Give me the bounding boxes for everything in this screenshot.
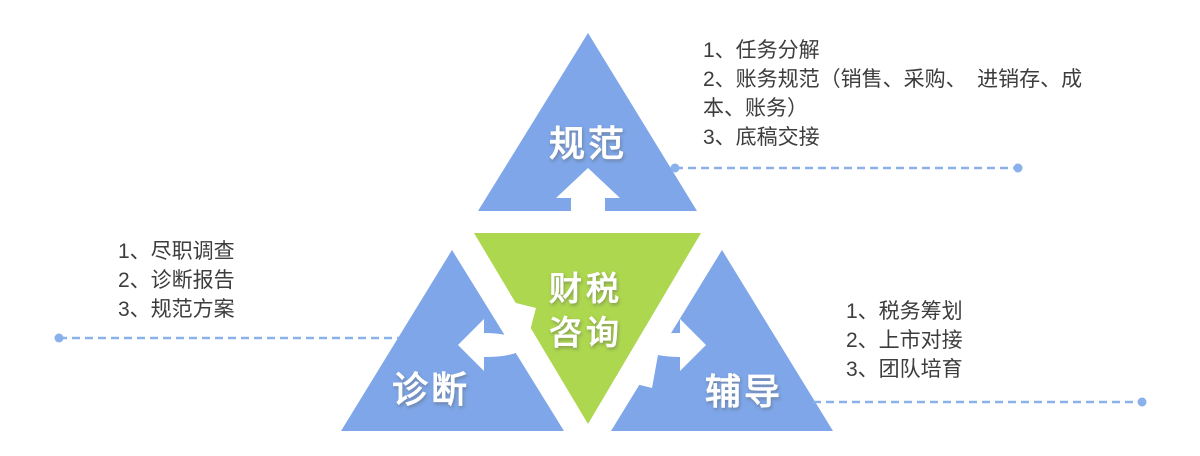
right-node-label: 辅导 [704, 371, 784, 412]
annotation-line: 2、账务规范（销售、采购、 进销存、成 [703, 68, 1083, 91]
connector-top-right-start-dot [670, 163, 680, 173]
annotation-top-right: 1、任务分解 2、账务规范（销售、采购、 进销存、成 本、账务） 3、底稿交接 [703, 36, 1082, 152]
annotation-line: 本、账务） [703, 97, 808, 120]
annotation-line: 1、税务筹划 [846, 300, 963, 323]
annotation-line: 1、任务分解 [703, 39, 820, 62]
left-node-label: 诊断 [391, 369, 471, 410]
annotation-line: 1、尽职调查 [118, 240, 235, 263]
connector-bottom-right-end-dot [1137, 397, 1147, 407]
center-triangle [474, 233, 701, 424]
top-triangle [478, 33, 697, 211]
bottom-left-triangle [341, 250, 564, 431]
connector-left-end-dot [54, 333, 64, 343]
annotation-line: 3、规范方案 [118, 298, 235, 321]
center-label-line1: 财税 [549, 270, 623, 307]
annotation-line: 3、底稿交接 [703, 126, 820, 149]
top-node-label: 规范 [548, 123, 628, 164]
bottom-right-triangle [611, 250, 833, 431]
annotation-bottom-right: 1、税务筹划 2、上市对接 3、团队培育 [846, 297, 963, 384]
center-label: 财税 咨询 [549, 267, 623, 355]
down-right-arrow [628, 319, 706, 388]
down-left-arrow [458, 302, 536, 371]
connector-top-right-end-dot [1013, 163, 1023, 173]
center-label-line2: 咨询 [549, 314, 623, 351]
annotation-left: 1、尽职调查 2、诊断报告 3、规范方案 [118, 237, 235, 324]
annotation-line: 3、团队培育 [846, 358, 963, 381]
annotation-line: 2、诊断报告 [118, 269, 235, 292]
annotation-line: 2、上市对接 [846, 329, 963, 352]
up-arrow [556, 168, 620, 211]
